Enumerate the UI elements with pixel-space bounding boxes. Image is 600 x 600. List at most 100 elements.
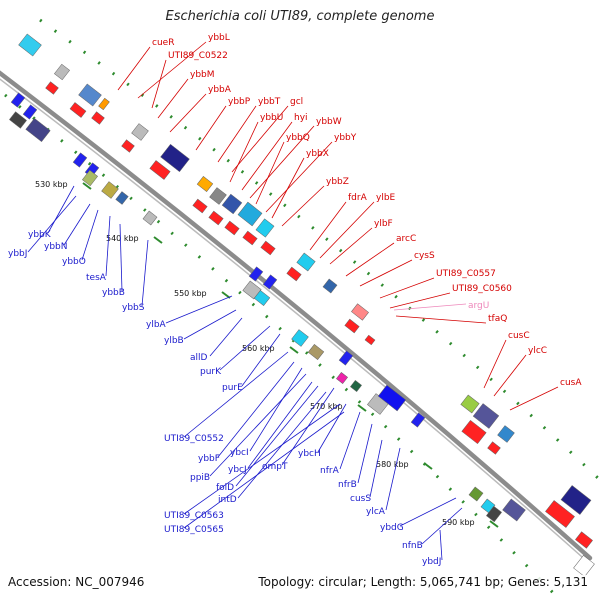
- outer-tick-track: [39, 18, 600, 482]
- gene-feature: [497, 425, 515, 443]
- gene-leader-line: [249, 367, 303, 452]
- gene-feature: [82, 169, 98, 187]
- gene-feature: [410, 412, 426, 428]
- gene-leader-line: [255, 141, 285, 205]
- scale-label: 550 kbp: [174, 289, 207, 298]
- scale-label: 590 kbp: [442, 518, 475, 527]
- gene-label-UTI89_C0557: UTI89_C0557: [436, 269, 496, 279]
- scale-tick: [289, 346, 299, 354]
- gene-leader-line: [169, 93, 207, 133]
- gene-label-cusC: cusC: [508, 331, 530, 341]
- gene-label-ybbA: ybbA: [208, 85, 232, 95]
- gene-leader-line: [235, 385, 319, 487]
- gene-leader-line: [439, 529, 443, 561]
- gene-feature: [248, 266, 264, 282]
- gene-feature: [98, 97, 110, 111]
- gene-leader-line: [117, 46, 151, 91]
- gene-label-ybbK: ybbK: [28, 230, 52, 240]
- gene-label-cusA: cusA: [560, 378, 582, 388]
- gene-feature: [486, 505, 502, 523]
- gene-label-UTI89_C0560: UTI89_C0560: [452, 284, 512, 294]
- gene-label-folD: folD: [216, 483, 234, 493]
- gene-label-ybbY: ybbY: [334, 133, 357, 143]
- gene-label-gcl: gcl: [290, 97, 303, 107]
- scale-tick: [489, 520, 499, 528]
- topology-label: Topology: circular; Length: 5,065,741 bp…: [256, 575, 590, 589]
- rna-leader-line: [393, 303, 467, 311]
- gene-leader-line: [27, 195, 77, 253]
- gene-feature: [101, 181, 119, 199]
- gene-leader-line: [231, 105, 289, 173]
- gene-leader-line: [183, 403, 341, 515]
- gene-label-ompT: ompT: [262, 462, 288, 472]
- gene-leader-line: [209, 373, 307, 477]
- gene-leader-line: [47, 185, 75, 234]
- gene-label-ylcA: ylcA: [366, 507, 386, 517]
- gene-label-ybcJ: ybcJ: [228, 465, 247, 475]
- gene-label-ybbF: ybbF: [198, 454, 220, 464]
- gene-leader-line: [317, 403, 347, 453]
- gene-feature: [192, 198, 208, 214]
- gene-feature: [78, 83, 102, 107]
- scale-tick: [423, 462, 433, 470]
- gene-leader-line: [309, 201, 347, 251]
- gene-feature: [224, 220, 240, 236]
- gene-leader-line: [389, 292, 451, 309]
- gene-leader-line: [217, 105, 257, 163]
- gene-feature: [296, 252, 316, 272]
- gene-label-ybbX: ybbX: [306, 149, 329, 159]
- gene-label-ylbB: ylbB: [164, 336, 184, 346]
- gene-feature: [242, 230, 258, 246]
- gene-leader-line: [395, 315, 487, 324]
- gene-feature: [22, 104, 38, 120]
- gene-leader-line: [165, 295, 233, 324]
- gene-feature: [468, 486, 484, 502]
- gene-leader-line: [195, 105, 227, 151]
- gene-leader-line: [217, 361, 295, 458]
- gene-label-cusS: cusS: [350, 494, 371, 504]
- gene-leader-line: [247, 381, 313, 469]
- gene-feature: [461, 419, 487, 445]
- map-title: Escherichia coli UTI89, complete genome: [165, 9, 435, 24]
- gene-leader-line: [241, 121, 293, 191]
- gene-leader-line: [509, 386, 559, 411]
- gene-feature: [237, 201, 263, 227]
- gene-feature: [575, 531, 593, 549]
- gene-leader-line: [183, 411, 345, 529]
- gene-leader-line: [359, 259, 413, 287]
- gene-label-ybbN: ybbN: [44, 242, 67, 252]
- gene-label-UTI89_C0522: UTI89_C0522: [168, 51, 228, 61]
- gene-leader-line: [399, 497, 457, 527]
- gene-label-ylbF: ylbF: [374, 219, 393, 229]
- gene-leader-line: [157, 78, 189, 119]
- gene-label-purE: purE: [222, 383, 243, 393]
- gene-leader-line: [141, 239, 149, 307]
- gene-feature: [351, 303, 369, 321]
- accession-label: Accession: NC_007946: [8, 575, 145, 589]
- gene-feature: [307, 344, 325, 360]
- gene-label-ylbA: ylbA: [146, 320, 167, 330]
- gene-feature: [25, 117, 51, 143]
- gene-leader-line: [483, 339, 507, 389]
- gene-feature: [291, 329, 309, 347]
- gene-label-argU: argU: [468, 301, 489, 311]
- gene-feature: [350, 380, 362, 392]
- gene-feature: [72, 152, 88, 168]
- gene-leader-line: [183, 351, 289, 438]
- gene-feature: [9, 111, 27, 129]
- gene-feature: [131, 123, 149, 141]
- gene-feature: [54, 63, 70, 81]
- gene-label-tesA: tesA: [86, 273, 107, 283]
- gene-leader-line: [249, 125, 315, 199]
- gene-label-ybbQ: ybbQ: [286, 133, 310, 143]
- gene-feature: [253, 290, 271, 306]
- gene-leader-line: [385, 447, 401, 511]
- gene-leader-line: [219, 325, 271, 371]
- scale-tick: [82, 182, 92, 190]
- gene-label-ybbT: ybbT: [258, 97, 281, 107]
- gene-feature: [460, 394, 480, 414]
- gene-label-ybbJ: ybbJ: [8, 249, 27, 259]
- gene-leader-line: [345, 242, 395, 277]
- gene-label-ybbP: ybbP: [228, 97, 251, 107]
